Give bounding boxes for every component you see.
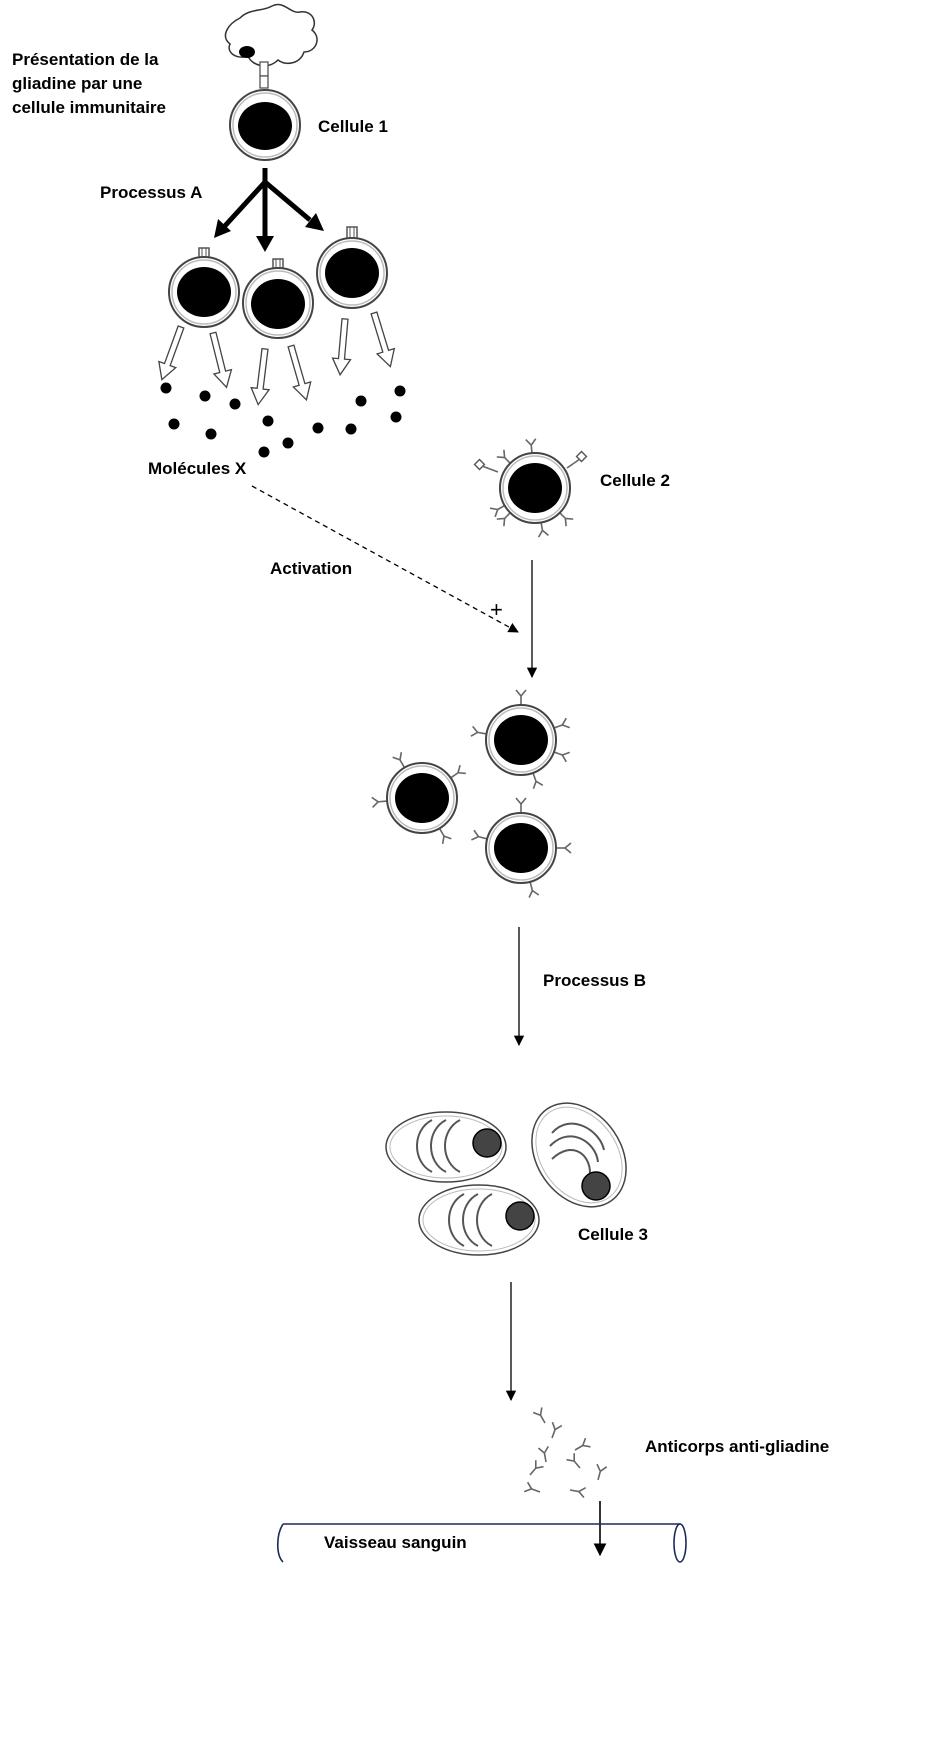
process-a-arrows xyxy=(214,168,324,252)
process-b-label: Processus B xyxy=(543,971,646,990)
activation-dashed-arrow xyxy=(251,485,519,633)
vessel-label: Vaisseau sanguin xyxy=(324,1533,467,1552)
daughter-cell-right xyxy=(316,226,388,309)
free-antibodies xyxy=(523,1406,608,1499)
presentation-connector xyxy=(259,61,269,89)
cell-2-label: Cellule 2 xyxy=(600,471,670,490)
presenting-cell xyxy=(224,3,318,67)
plus-sign: + xyxy=(490,597,503,622)
cell-3-label: Cellule 3 xyxy=(578,1225,648,1244)
plasma-cell-bottom xyxy=(418,1184,540,1256)
blood-vessel xyxy=(276,1523,687,1563)
molecules-x-label: Molécules X xyxy=(148,459,247,478)
cell-1 xyxy=(229,89,301,161)
antibodies-label: Anticorps anti-gliadine xyxy=(645,1437,830,1456)
activated-cell-top xyxy=(470,689,571,790)
presentation-label: Présentation de la gliadine par une cell… xyxy=(12,50,166,117)
cell-1-label: Cellule 1 xyxy=(318,117,388,136)
daughter-cell-left xyxy=(168,247,240,328)
activated-cell-bottom xyxy=(470,797,572,899)
daughter-cell-middle xyxy=(242,258,314,339)
process-a-label: Processus A xyxy=(100,183,203,202)
molecules-x-dots xyxy=(160,382,406,458)
cell-2 xyxy=(473,437,588,538)
activated-cell-left xyxy=(370,751,467,845)
plasma-cell-right xyxy=(531,1102,627,1208)
activation-label: Activation xyxy=(270,559,353,578)
plasma-cell-left xyxy=(385,1111,507,1183)
